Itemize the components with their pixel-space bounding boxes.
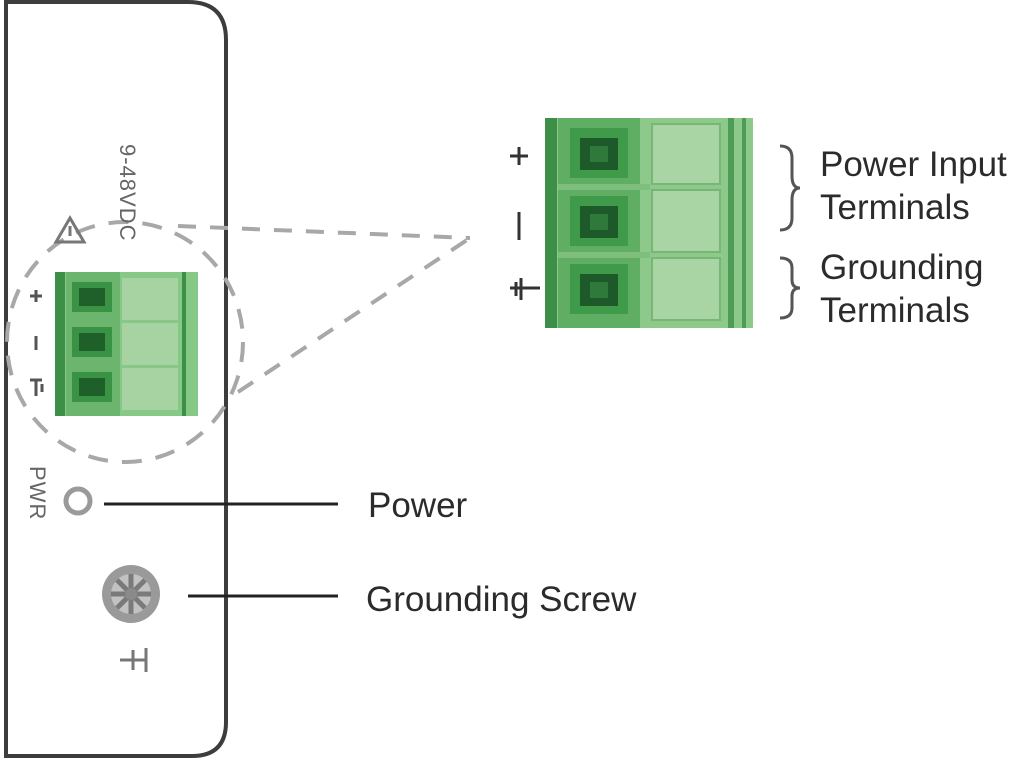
zoom-terminal-signs bbox=[510, 147, 540, 300]
grounding-terminals-label-line2: Terminals bbox=[820, 291, 970, 330]
power-label: Power bbox=[368, 486, 468, 525]
voltage-label: 9-48VDC bbox=[115, 144, 140, 242]
panel-terminal-block bbox=[55, 272, 198, 416]
pwr-label: PWR bbox=[25, 466, 50, 521]
panel-terminal-signs bbox=[30, 290, 44, 396]
grounding-brace-icon bbox=[779, 256, 801, 320]
grounding-screw-label: Grounding Screw bbox=[366, 580, 637, 619]
screw-ground-symbol-icon bbox=[120, 648, 148, 672]
zoom-circle bbox=[5, 220, 245, 464]
power-led-icon bbox=[63, 486, 93, 516]
power-input-label-line1: Power Input bbox=[820, 145, 1007, 184]
grounding-terminals-label-line1: Grounding bbox=[820, 248, 984, 287]
grounding-screw-icon bbox=[102, 565, 160, 623]
zoom-dashed-lines bbox=[177, 224, 472, 394]
ground-symbol-icon bbox=[53, 215, 87, 244]
zoomed-terminal-block bbox=[545, 118, 753, 328]
power-input-brace-icon bbox=[779, 144, 801, 232]
power-input-label-line2: Terminals bbox=[820, 188, 970, 227]
